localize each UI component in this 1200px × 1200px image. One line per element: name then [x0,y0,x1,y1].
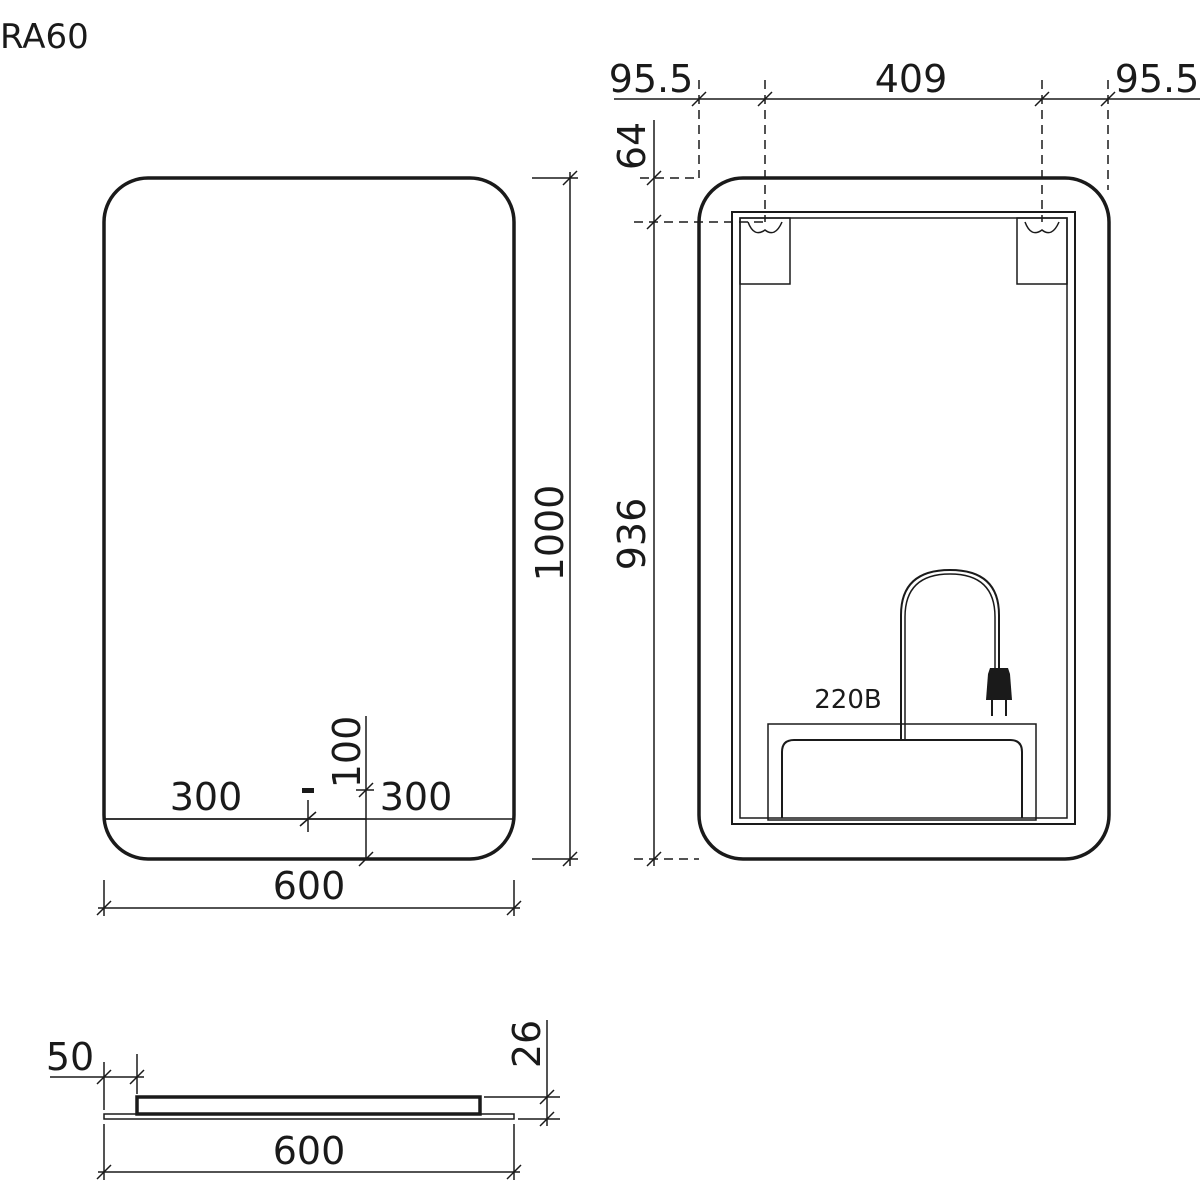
model-title: RA60 [0,17,89,57]
sensor-height-label: 100 [325,716,369,789]
inset-label: 50 [46,1035,94,1079]
width-tick [506,900,522,916]
mount-bracket-right [1016,217,1068,285]
top-tick [691,91,707,107]
voltage-label: 220В [814,685,881,715]
sensor-height-tick [358,851,374,867]
mirror-outline-front [102,176,516,861]
mirror-frame-profile [135,1095,482,1116]
side-width-tick [96,1164,112,1180]
power-cable [900,568,1000,740]
mount-bracket-left [739,217,791,285]
height-tick [562,851,578,867]
top-gap-label: 64 [610,122,654,170]
keyhole-icon [1024,221,1060,234]
top-middle-label: 409 [875,57,948,101]
mount-bracket-body [1016,217,1068,285]
mount-bracket-body [739,217,791,285]
left-tick [646,851,662,867]
depth-tick [539,1089,555,1105]
sensor-height-tick [358,782,374,798]
width-tick [96,900,112,916]
top-tick [1034,91,1050,107]
power-cable-inner [904,573,996,740]
top-right-label: 95.5 [1115,57,1200,101]
height-tick [562,170,578,186]
offset-tick [299,811,317,827]
mirror-outline-back [697,176,1111,861]
keyhole-icon [747,221,783,234]
height-label: 1000 [528,485,572,582]
inset-tick [96,1069,112,1085]
side-view: 50 26 600 [46,1020,560,1180]
plug-icon [986,668,1012,700]
inset-tick [129,1069,145,1085]
side-width-tick [506,1164,522,1180]
right-offset-label: 300 [380,775,453,819]
back-view: 220В 95.5 409 95.5 64 936 [609,57,1200,867]
top-tick [1100,91,1116,107]
depth-label: 26 [505,1020,549,1068]
side-width-label: 600 [273,1129,346,1173]
left-offset-label: 300 [170,775,243,819]
power-box-inner [781,739,1023,818]
touch-sensor-icon [302,788,314,793]
back-frame-inner [739,217,1068,819]
top-tick [757,91,773,107]
left-tick [646,170,662,186]
front-view: 300 300 100 1000 600 [96,170,578,916]
top-left-label: 95.5 [609,57,694,101]
depth-tick [539,1111,555,1127]
back-frame-outer [731,211,1076,825]
left-tick [646,214,662,230]
mount-height-label: 936 [610,498,654,571]
width-label: 600 [273,864,346,908]
